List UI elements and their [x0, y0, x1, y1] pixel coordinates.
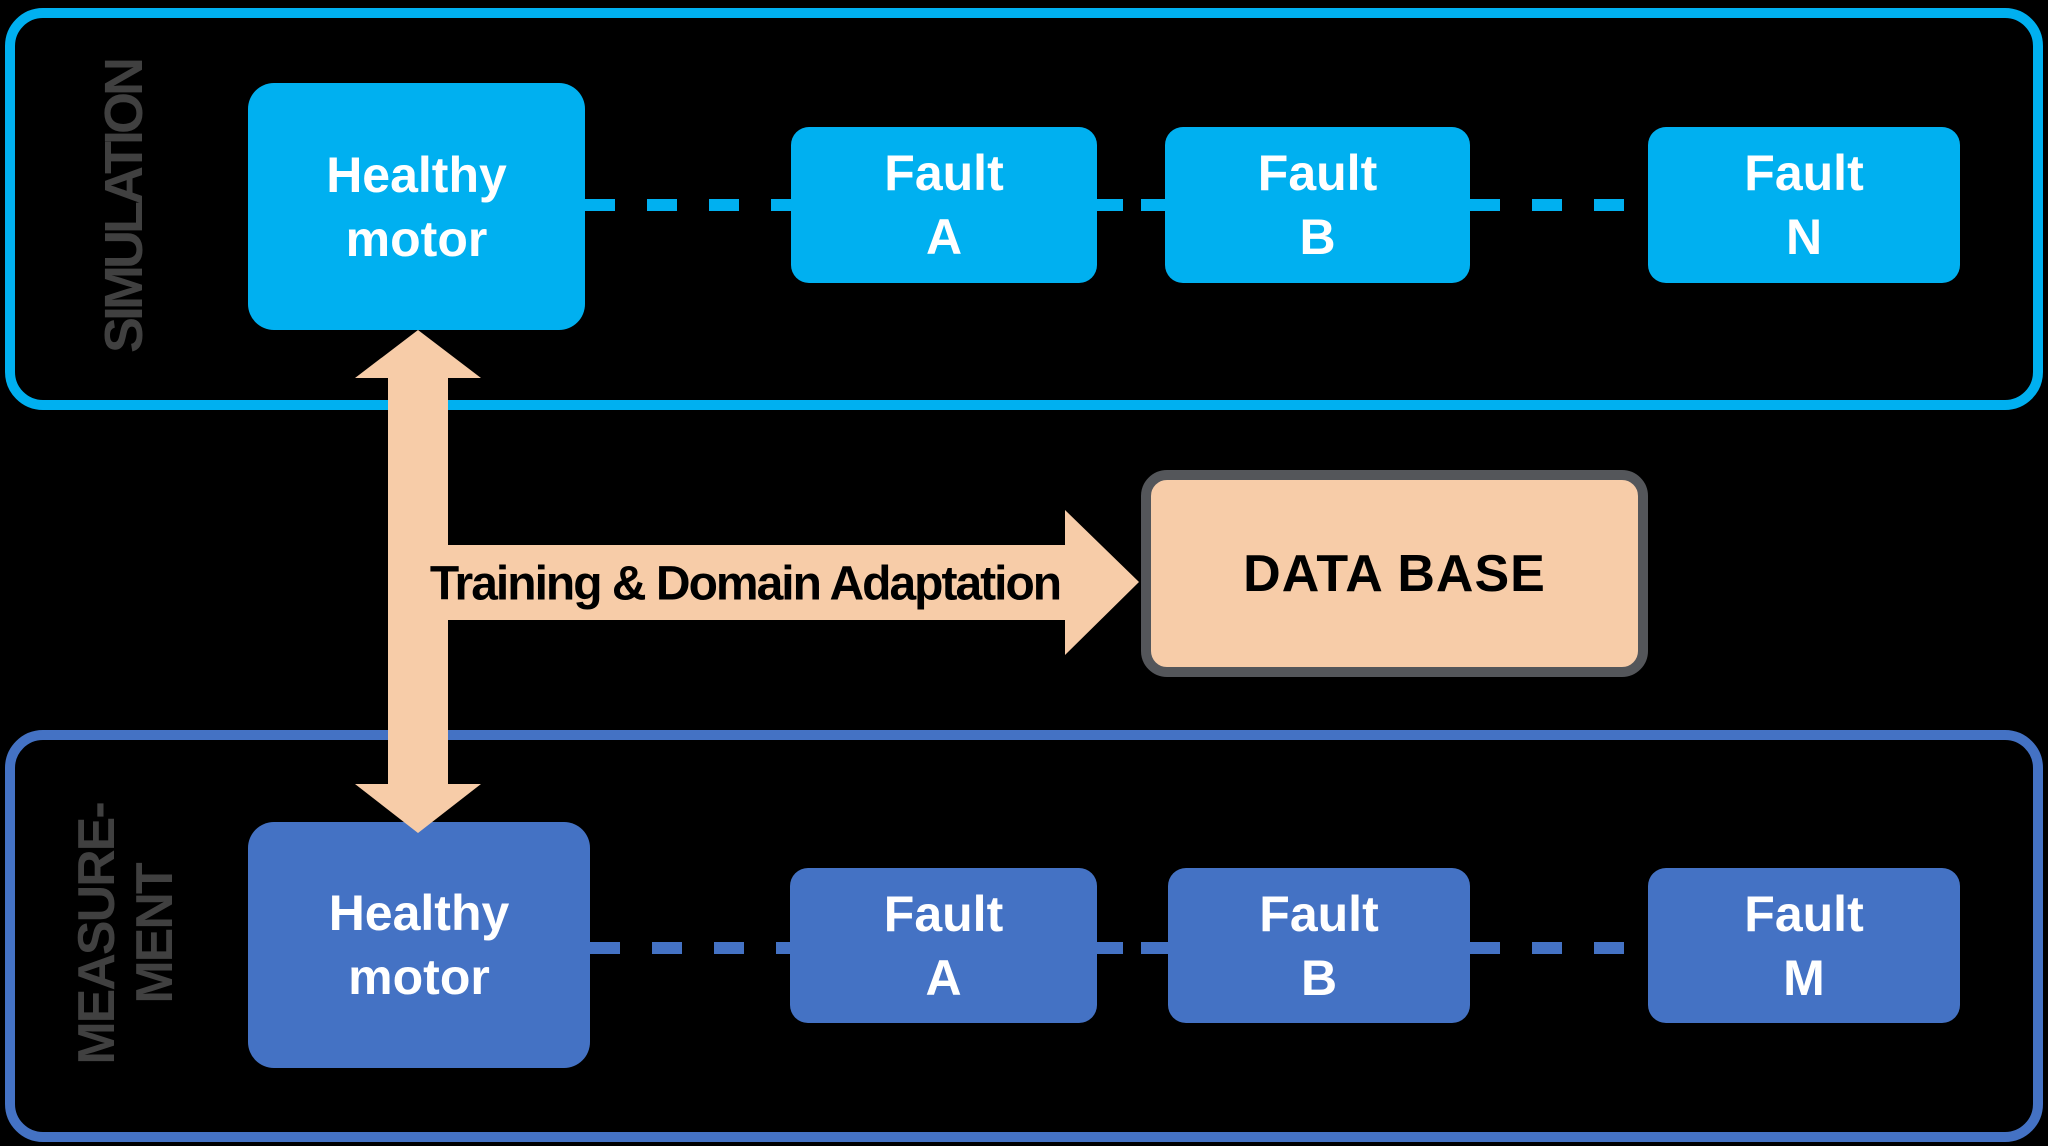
meas-connector-motor-to-a [590, 942, 790, 954]
vertical-double-arrow-icon [355, 330, 481, 833]
sim-fault-a-box: Fault A [791, 127, 1097, 283]
training-arrow-label: Training & Domain Adaptation [429, 557, 1062, 611]
measurement-panel [5, 730, 2043, 1142]
simulation-panel-label: SIMULATION [94, 61, 154, 353]
sim-connector-a-to-b [1097, 199, 1165, 211]
sim-connector-b-to-n [1470, 199, 1648, 211]
sim-connector-motor-to-a [585, 199, 791, 211]
database-box: DATA BASE [1141, 470, 1648, 677]
sim-fault-n-box: Fault N [1648, 127, 1960, 283]
meas-healthy-motor-box: Healthy motor [248, 822, 590, 1068]
meas-fault-m-box: Fault M [1648, 868, 1960, 1023]
simulation-panel [5, 8, 2043, 410]
meas-fault-a-box: Fault A [790, 868, 1097, 1023]
sim-fault-b-box: Fault B [1165, 127, 1470, 283]
sim-healthy-motor-box: Healthy motor [248, 83, 585, 330]
training-arrow-icon [440, 510, 1139, 655]
measurement-panel-label: MEASURE- MENT [67, 803, 184, 1065]
meas-connector-b-to-m [1470, 942, 1648, 954]
meas-fault-b-box: Fault B [1168, 868, 1470, 1023]
database-label: DATA BASE [1243, 544, 1546, 603]
meas-connector-a-to-b [1097, 942, 1168, 954]
